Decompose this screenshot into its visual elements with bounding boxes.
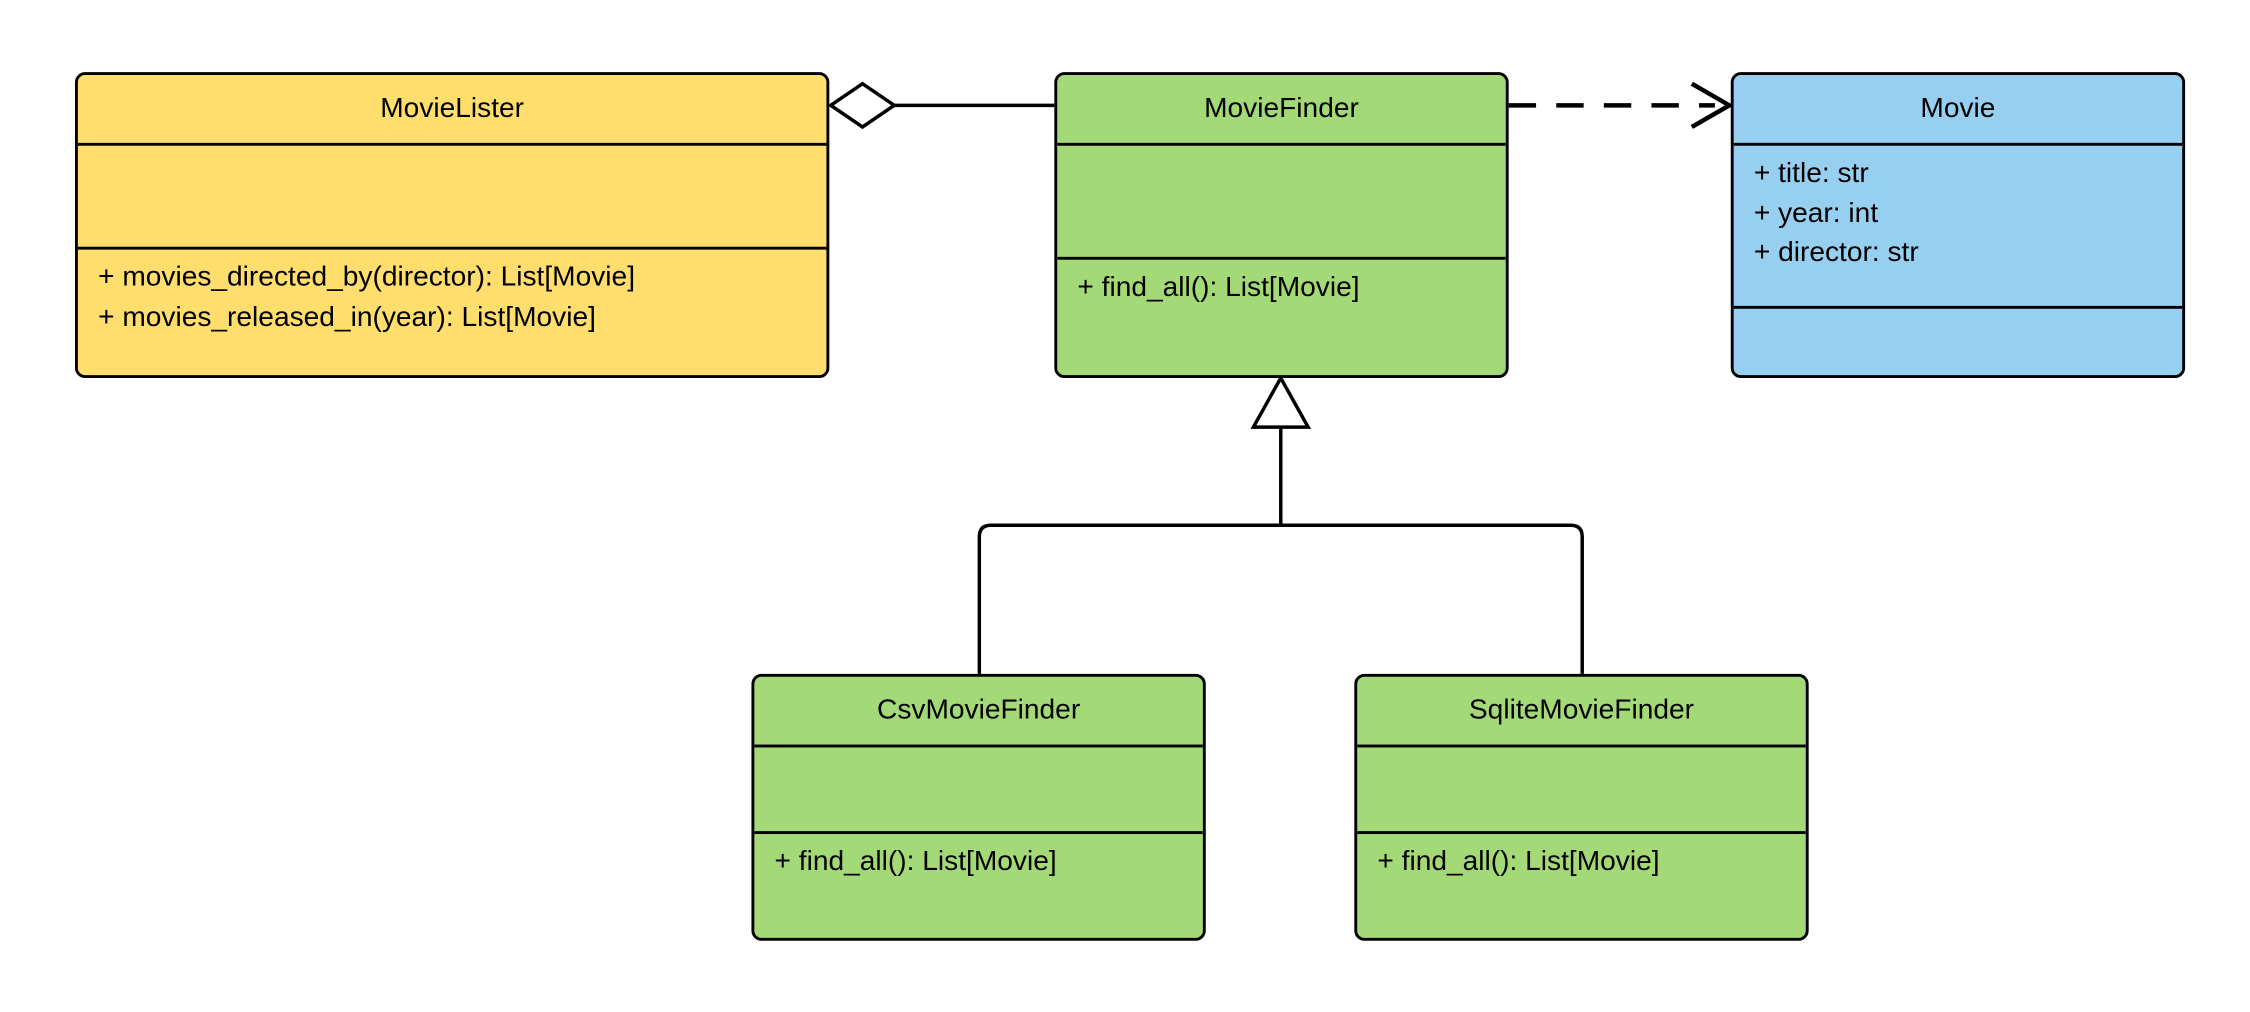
methods-compartment-movie-lister: + movies_directed_by(director): List[Mov… — [77, 246, 827, 375]
method-item: + find_all(): List[Movie] — [1077, 271, 1360, 304]
attribute-item: + director: str — [1753, 237, 1919, 269]
class-box-movie-finder[interactable]: MovieFinder + find_all(): List[Movie] — [1054, 72, 1509, 379]
methods-compartment-sqlite-movie-finder: + find_all(): List[Movie] — [1357, 831, 1806, 938]
edge-generalization-children-finder[interactable] — [977, 374, 1584, 674]
attribute-item: + title: str — [1753, 157, 1869, 190]
attributes-compartment-movie-lister — [77, 142, 827, 247]
class-name-movie-finder: MovieFinder — [1204, 91, 1359, 124]
class-header-sqlite-movie-finder: SqliteMovieFinder — [1357, 677, 1806, 745]
class-name-csv-movie-finder: CsvMovieFinder — [877, 693, 1081, 726]
attributes-compartment-movie-finder — [1057, 142, 1506, 257]
methods-compartment-movie — [1733, 305, 2183, 375]
generalization-branch-bar — [977, 523, 1584, 674]
attributes-compartment-csv-movie-finder — [754, 744, 1203, 832]
hollow-diamond-icon — [827, 81, 898, 130]
class-box-movie-lister[interactable]: MovieLister + movies_directed_by(directo… — [75, 72, 830, 379]
edge-dependency-finder-movie[interactable] — [1508, 81, 1734, 129]
class-box-movie[interactable]: Movie + title: str + year: int + directo… — [1730, 72, 2186, 379]
class-header-movie-finder: MovieFinder — [1057, 75, 1506, 143]
class-header-movie-lister: MovieLister — [78, 75, 827, 143]
class-name-movie: Movie — [1920, 91, 1996, 124]
class-box-sqlite-movie-finder[interactable]: SqliteMovieFinder + find_all(): List[Mov… — [1354, 673, 1809, 941]
open-arrow-icon — [1690, 81, 1734, 129]
class-name-sqlite-movie-finder: SqliteMovieFinder — [1468, 693, 1695, 726]
attribute-item: + year: int — [1753, 197, 1879, 229]
class-name-movie-lister: MovieLister — [380, 91, 525, 124]
edge-aggregation-lister-finder[interactable] — [827, 81, 1055, 130]
methods-compartment-csv-movie-finder: + find_all(): List[Movie] — [754, 831, 1203, 938]
class-box-csv-movie-finder[interactable]: CsvMovieFinder + find_all(): List[Movie] — [751, 673, 1206, 941]
attributes-compartment-sqlite-movie-finder — [1357, 744, 1806, 832]
method-item: + movies_directed_by(director): List[Mov… — [98, 261, 636, 293]
attributes-compartment-movie: + title: str + year: int + director: str — [1733, 142, 2183, 306]
method-item: + find_all(): List[Movie] — [774, 845, 1057, 878]
method-item: + find_all(): List[Movie] — [1377, 845, 1660, 878]
methods-compartment-movie-finder: + find_all(): List[Movie] — [1057, 256, 1506, 375]
class-header-movie: Movie — [1734, 75, 2183, 143]
class-header-csv-movie-finder: CsvMovieFinder — [754, 677, 1203, 745]
method-item: + movies_released_in(year): List[Movie] — [98, 301, 596, 333]
